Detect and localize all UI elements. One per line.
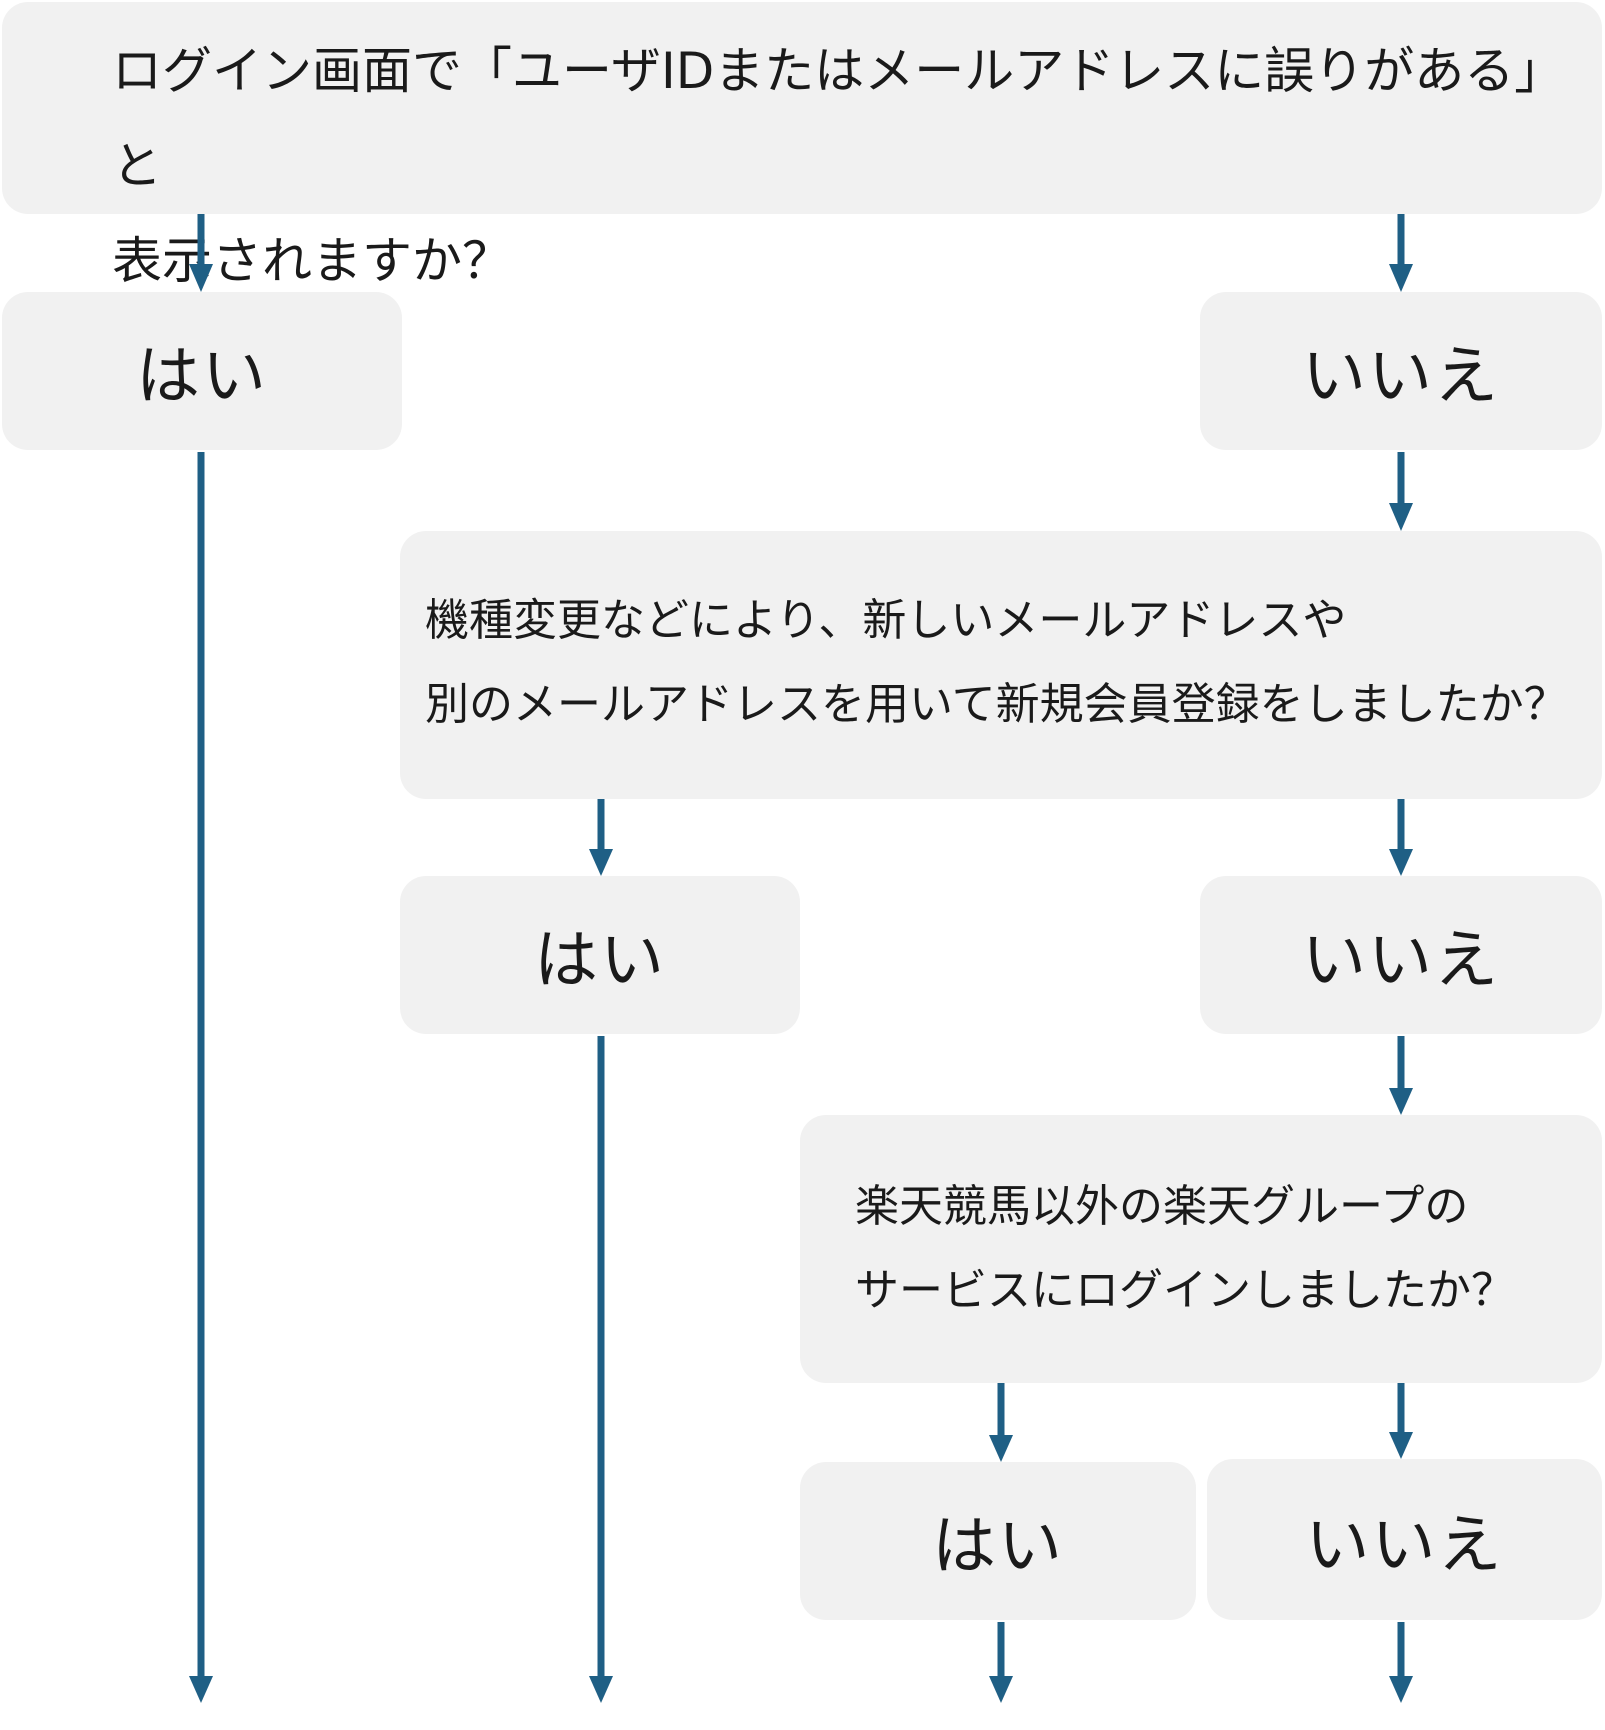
- arrowhead-q3-yes: [989, 1435, 1013, 1462]
- arrowhead-q2-no: [1389, 849, 1413, 876]
- question-2-yes-label: はい: [534, 924, 666, 998]
- question-3-line-2: サービスにログインしましたか？: [855, 1265, 1515, 1316]
- arrowhead-yes1-bottom: [189, 1676, 213, 1703]
- question-3-no-label: いいえ: [1305, 1508, 1504, 1583]
- arrowhead-q2-yes: [589, 849, 613, 876]
- arrowhead-yes2-bottom: [589, 1676, 613, 1703]
- question-3-yes-label: はい: [932, 1510, 1064, 1584]
- arrowhead-q3-no: [1389, 1432, 1413, 1459]
- question-1-no-label: いいえ: [1302, 340, 1500, 414]
- arrowhead-yes3-bottom: [989, 1676, 1013, 1703]
- question-1-line-2: 表示されますか？: [112, 232, 512, 290]
- question-1-box: ログイン画面で「ユーザIDまたはメールアドレスに誤りがある」と 表示されますか？: [2, 2, 1602, 290]
- question-1-no-box: いいえ: [1200, 292, 1602, 450]
- question-2-box: 機種変更などにより、新しいメールアドレスや 別のメールアドレスを用いて新規会員登…: [400, 531, 1602, 799]
- arrowhead-no3-bottom: [1389, 1676, 1413, 1703]
- question-3-line-1: 楽天競馬以外の楽天グループの: [855, 1181, 1469, 1232]
- question-3-box: 楽天競馬以外の楽天グループの サービスにログインしましたか？: [800, 1115, 1602, 1383]
- question-2-line-1: 機種変更などにより、新しいメールアドレスや: [425, 595, 1347, 646]
- question-1-yes-box: はい: [2, 292, 402, 450]
- question-2-yes-box: はい: [400, 876, 800, 1034]
- question-2-no-box: いいえ: [1200, 876, 1602, 1034]
- arrowhead-q1-yes: [189, 264, 213, 292]
- question-2-line-2: 別のメールアドレスを用いて新規会員登録をしましたか？: [425, 679, 1568, 730]
- question-2-no-label: いいえ: [1302, 924, 1500, 998]
- question-1-yes-label: はい: [136, 340, 268, 414]
- arrowhead-q1-no: [1389, 264, 1413, 292]
- arrowhead-no2-q3: [1389, 1088, 1413, 1115]
- question-1-line-1: ログイン画面で「ユーザIDまたはメールアドレスに誤りがある」と: [112, 42, 1565, 195]
- arrowhead-no1-q2: [1389, 503, 1413, 531]
- question-3-no-box: いいえ: [1207, 1459, 1602, 1620]
- question-3-yes-box: はい: [800, 1462, 1196, 1620]
